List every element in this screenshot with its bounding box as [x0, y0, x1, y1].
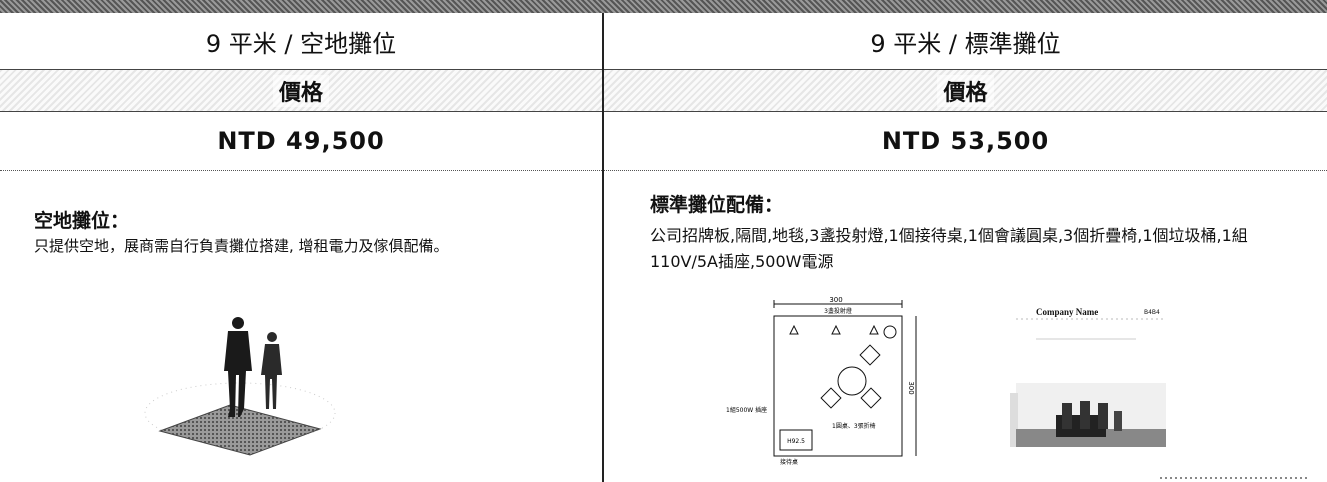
- raw-space-title: 9 平米 / 空地攤位: [0, 13, 602, 70]
- raw-space-desc-text: 只提供空地，展商需自行負責攤位搭建, 增租電力及傢俱配備。: [34, 237, 449, 255]
- raw-space-illustration: [144, 317, 336, 456]
- plan-width-label: 300: [829, 296, 842, 304]
- raw-space-desc-heading: 空地攤位：: [34, 210, 130, 232]
- plan-furniture-label: 1圓桌、3張折椅: [832, 422, 876, 430]
- standard-booth-desc-heading: 標準攤位配備：: [650, 194, 784, 216]
- standard-booth-title: 9 平米 / 標準攤位: [604, 13, 1327, 70]
- plan-outlet-label: 1組500W 插座: [726, 406, 767, 414]
- standard-booth-price-label: 價格: [937, 74, 994, 107]
- booth-floor-plan: 300 3盞投射燈 H92.5 300 1組500W 插座 1圓桌、3張折椅 接…: [726, 296, 917, 466]
- raw-space-price: NTD 49,500: [0, 112, 602, 171]
- plan-desk-label: 接待桌: [780, 458, 798, 466]
- standard-booth-column: 9 平米 / 標準攤位 價格 NTD 53,500 標準攤位配備： 公司招牌板,…: [604, 13, 1327, 482]
- plan-height-label: 300: [907, 381, 915, 394]
- businesswoman-figure: [261, 332, 282, 409]
- column-divider: [602, 13, 604, 482]
- businessman-figure: [224, 317, 252, 417]
- raw-space-price-label-row: 價格: [0, 70, 602, 112]
- booth-photo: Company Name B4B4: [996, 303, 1178, 451]
- photo-booth-code: B4B4: [1144, 309, 1160, 316]
- photo-company-name: Company Name: [1036, 307, 1099, 317]
- top-decorative-band: [0, 0, 1327, 13]
- plan-desk-code: H92.5: [787, 438, 805, 445]
- plan-lights-label: 3盞投射燈: [824, 307, 852, 315]
- standard-booth-desc-text: 公司招牌板,隔間,地毯,3盞投射燈,1個接待桌,1個會議圓桌,3個折疊椅,1個垃…: [650, 226, 1248, 271]
- raw-space-price-label: 價格: [272, 74, 329, 107]
- standard-booth-price: NTD 53,500: [604, 112, 1327, 171]
- bottom-dotted-line: [1160, 477, 1310, 479]
- standard-booth-price-label-row: 價格: [604, 70, 1327, 112]
- raw-space-column: 9 平米 / 空地攤位 價格 NTD 49,500 空地攤位： 只提供空地，展商…: [0, 13, 602, 482]
